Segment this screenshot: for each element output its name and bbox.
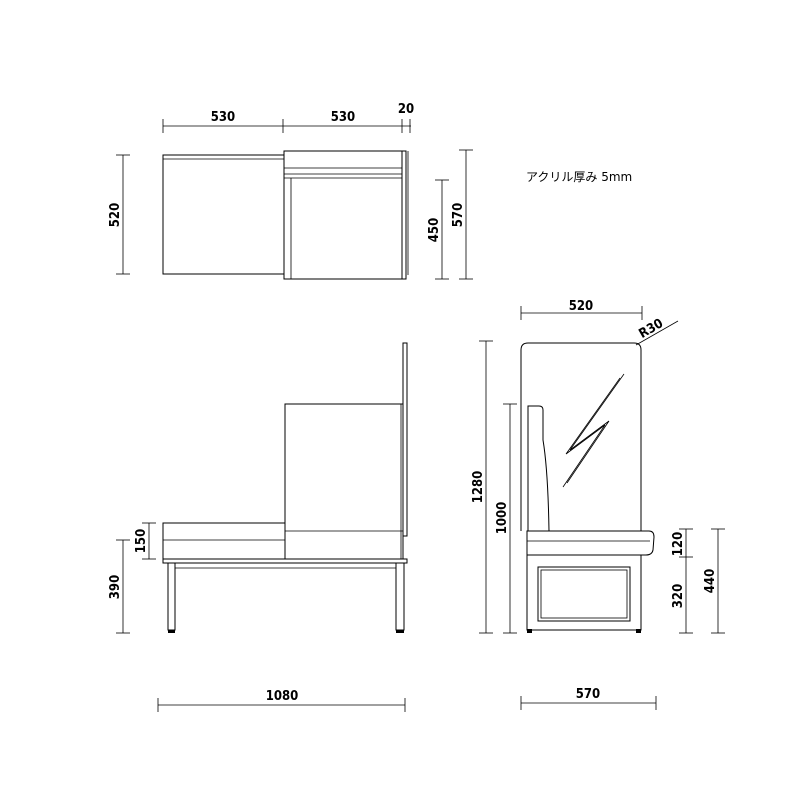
- top-depth-dimension: 520: [108, 154, 130, 275]
- top-width-dimension: 530 530 20: [162, 102, 414, 133]
- acrylic-note: アクリル厚み 5mm: [526, 170, 632, 184]
- corner-radius-label: R30: [637, 316, 666, 342]
- side-panel-width-dimension: 520: [520, 299, 643, 320]
- front-seat-height-dimension: 390: [108, 539, 130, 634]
- side-right-dimensions: 120 320 440: [671, 528, 725, 634]
- side-seat-height-label: 440: [703, 569, 718, 593]
- top-view: 530 530 20 520: [108, 102, 473, 280]
- cushion-thickness-label: 120: [671, 532, 686, 556]
- seat-cushion-side: [526, 530, 655, 556]
- seat-depth-label: 450: [427, 218, 442, 242]
- total-depth-label: 570: [451, 203, 466, 227]
- overall-height-label: 1280: [471, 471, 486, 504]
- frame-height-label: 320: [671, 584, 686, 608]
- top-right-dimensions: 450 570: [427, 149, 473, 280]
- seat-width-label: 530: [211, 110, 235, 125]
- back-height-label: 1000: [495, 502, 510, 535]
- back-width-label: 530: [331, 110, 355, 125]
- side-view: 520 R30 1280 1000: [471, 299, 725, 710]
- overall-depth-label: 570: [576, 687, 600, 702]
- depth-label: 520: [108, 203, 123, 227]
- base-frame-side: [526, 554, 642, 631]
- side-depth-dimension: 570: [520, 687, 657, 710]
- cushion-height-label: 150: [134, 529, 149, 553]
- side-overall-height-dimension: 1280: [471, 340, 493, 634]
- seat-height-label: 390: [108, 575, 123, 599]
- top-plan-outline: [162, 150, 409, 280]
- panel-width-label: 520: [569, 299, 593, 314]
- front-width-dimension: 1080: [157, 689, 406, 712]
- overall-width-label: 1080: [266, 689, 299, 704]
- acrylic-panel: [402, 342, 408, 537]
- panel-thickness-label: 20: [398, 102, 414, 117]
- front-view: 150 390 1080: [108, 342, 408, 712]
- side-back-height-dimension: 1000: [495, 403, 517, 634]
- acrylic-panel-side: [520, 342, 642, 531]
- backrest-side: [527, 405, 550, 532]
- front-cushion-dimension: 150: [134, 522, 156, 560]
- glass-reflection: [562, 377, 621, 488]
